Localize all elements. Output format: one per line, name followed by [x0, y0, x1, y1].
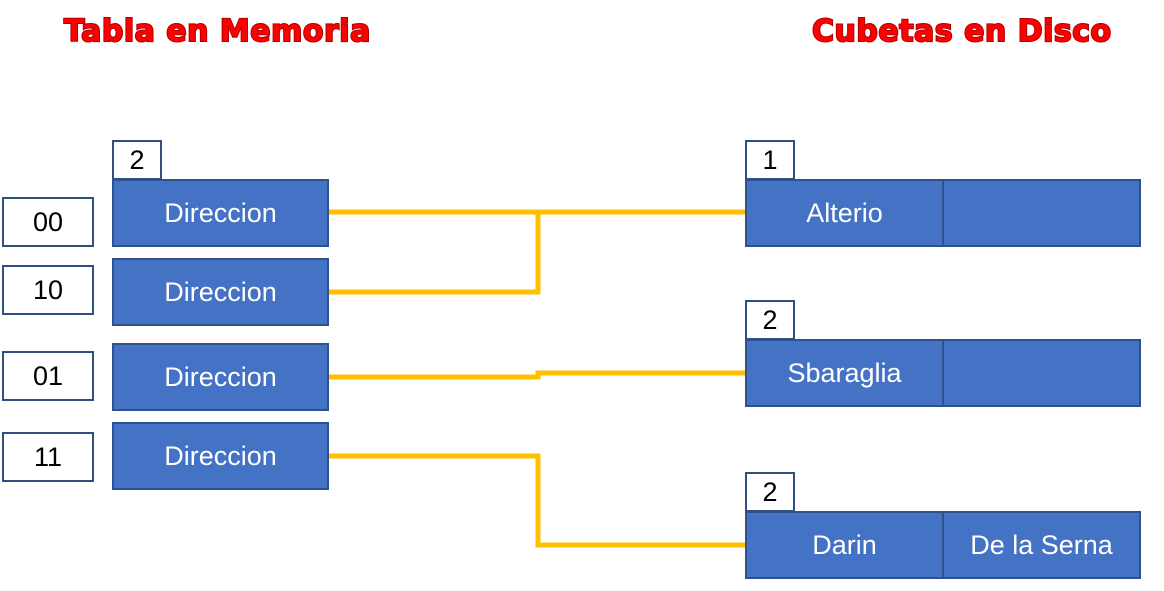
bucket-2-slot-2 [942, 341, 1139, 405]
directory-entry-00: Direccion [112, 179, 329, 247]
directory-key-01: 01 [2, 351, 94, 401]
memory-table-title: Tabla en Memoria [63, 13, 371, 50]
bucket-2-depth: 2 [745, 300, 795, 340]
connector-row-11-to-bucket-3 [329, 453, 745, 548]
bucket-2: Sbaraglia [745, 339, 1141, 407]
bucket-1-slot-2 [942, 181, 1139, 245]
bucket-3-slot-2: De la Serna [942, 513, 1139, 577]
bucket-1-slot-1: Alterio [806, 197, 883, 228]
bucket-1: Alterio [745, 179, 1141, 247]
directory-key-11: 11 [2, 432, 94, 482]
bucket-3-slot-1: Darin [812, 529, 877, 560]
directory-key-00: 00 [2, 197, 94, 247]
directory-key-10: 10 [2, 265, 94, 315]
directory-entry-10: Direccion [112, 258, 329, 326]
global-depth-box: 2 [112, 140, 162, 180]
bucket-2-slot-1: Sbaraglia [787, 357, 902, 388]
bucket-3-depth: 2 [745, 472, 795, 512]
bucket-3: Darin De la Serna [745, 511, 1141, 579]
directory-entry-01: Direccion [112, 343, 329, 411]
directory-entry-11: Direccion [112, 422, 329, 490]
connector-row-10-to-bucket-1 [329, 212, 541, 295]
disk-buckets-title: Cubetas en Disco [811, 13, 1112, 50]
bucket-1-depth: 1 [745, 140, 795, 180]
connector-row-01-to-bucket-2 [329, 370, 745, 380]
